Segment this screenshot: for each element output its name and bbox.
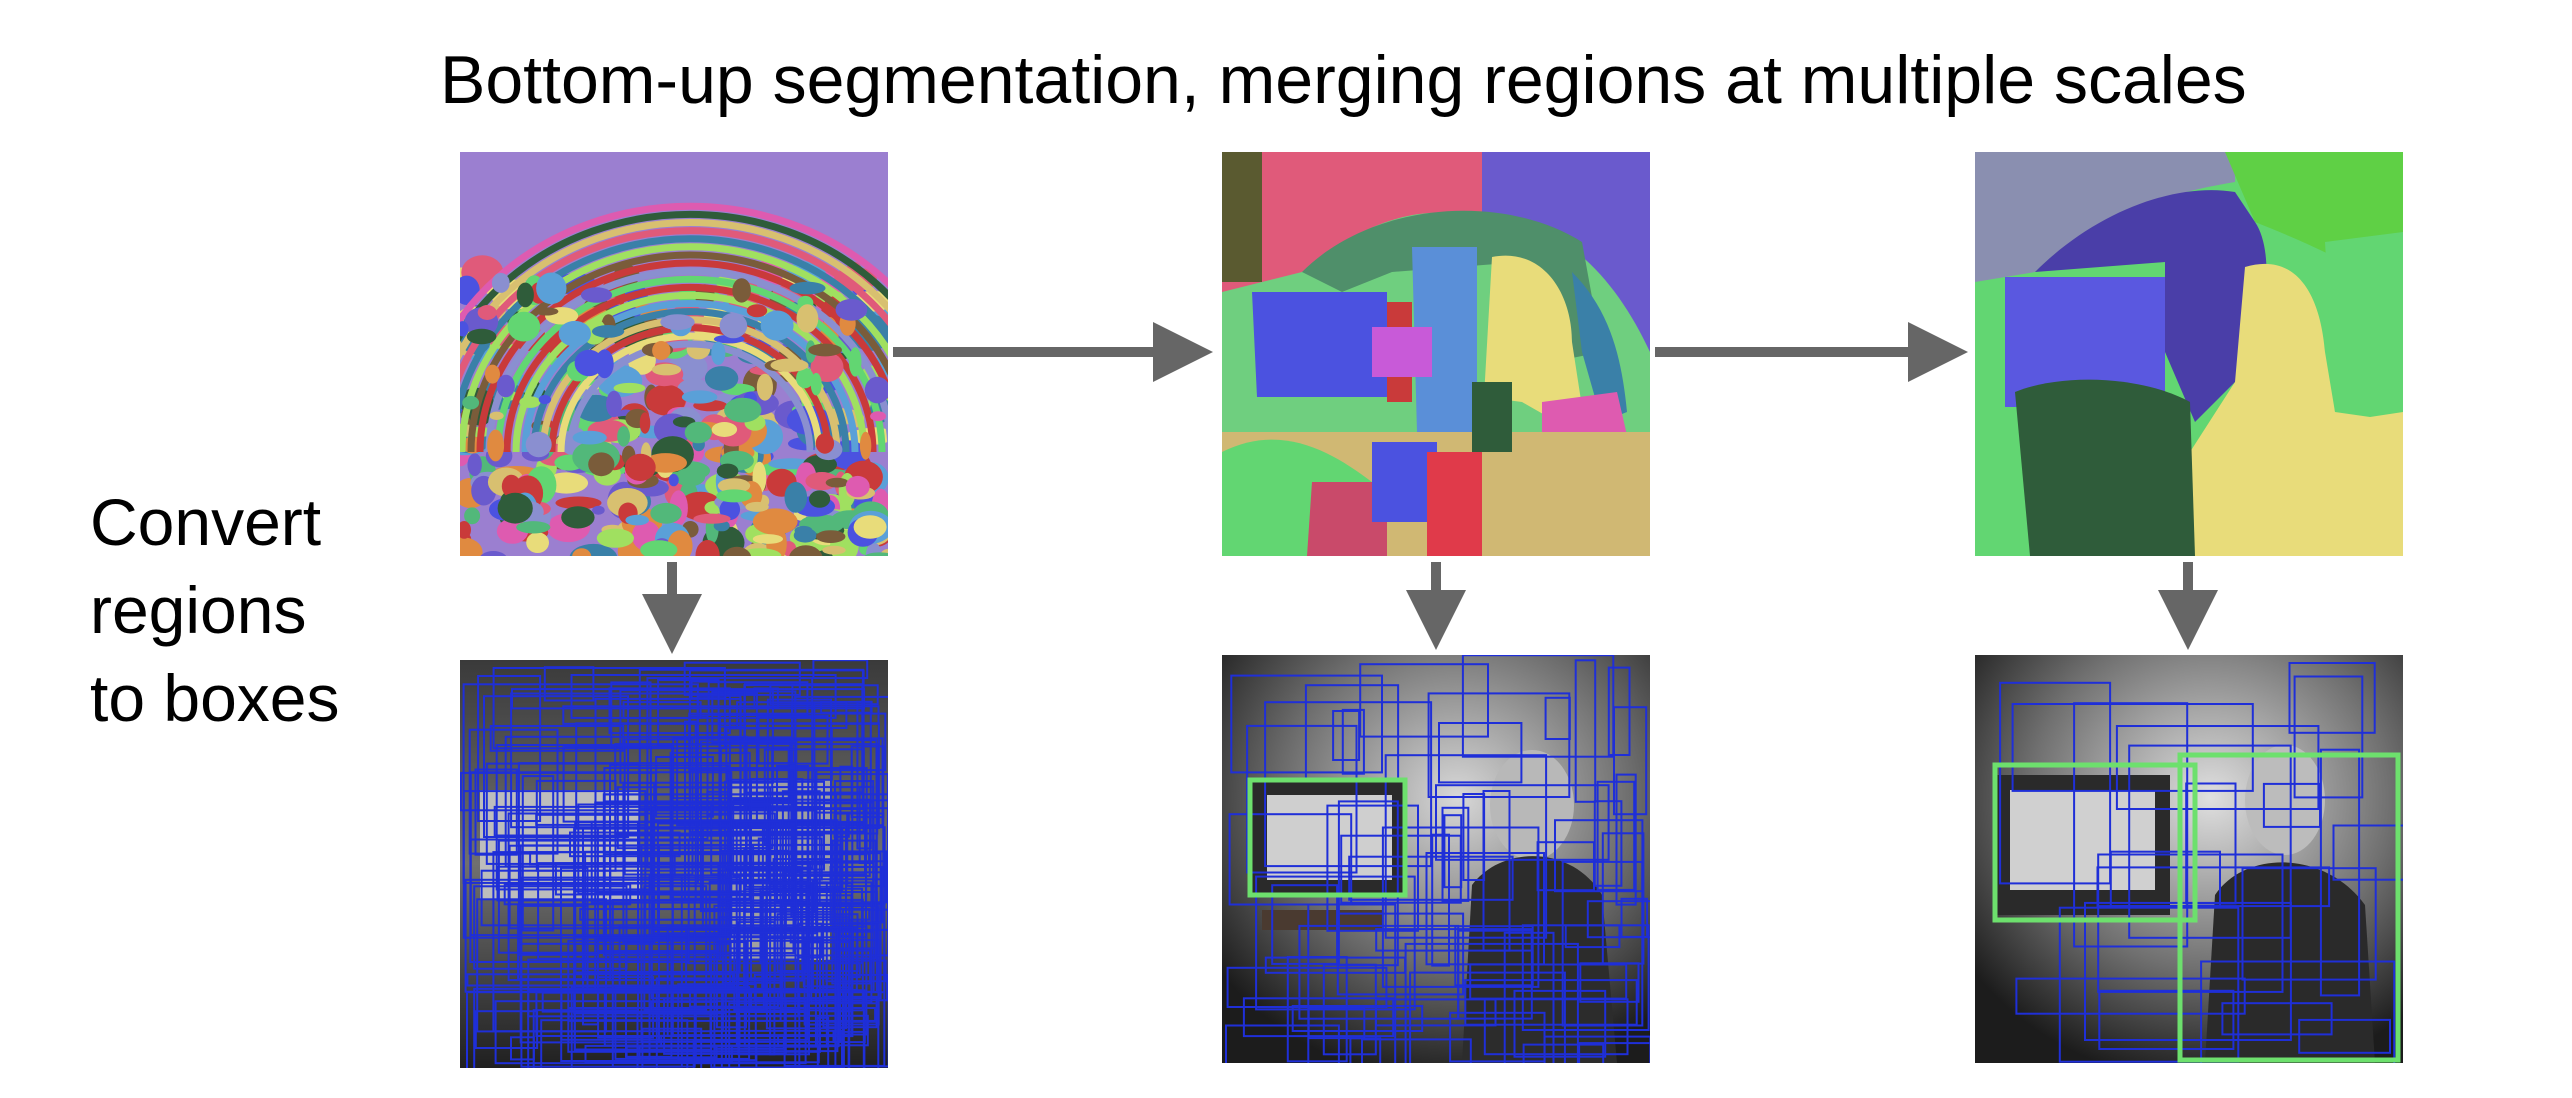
segmentation-fine-panel [460,152,888,556]
segmentation-coarse-panel [1975,152,2403,556]
side-label-line-1: Convert [90,485,322,559]
proposals-many-panel [460,660,888,1068]
segmentation-medium-panel [1222,152,1650,556]
proposals-few-panel [1975,655,2403,1063]
proposals-medium-panel [1222,655,1650,1063]
side-label-line-2: regions [90,573,307,647]
diagram-title: Bottom-up segmentation, merging regions … [440,42,2247,118]
convert-regions-label: Convert regions to boxes [90,478,340,742]
side-label-line-3: to boxes [90,661,340,735]
